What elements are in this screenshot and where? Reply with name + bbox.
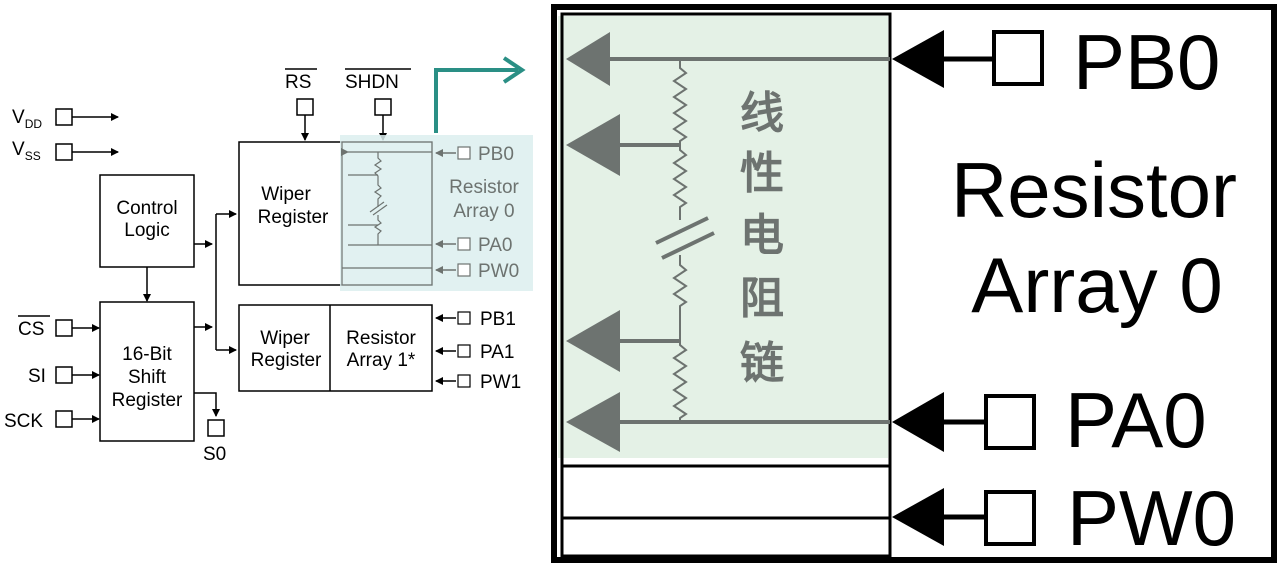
- svg-text:链: 链: [740, 338, 784, 389]
- shdn-label: SHDN: [345, 72, 399, 93]
- resistor-array-1-sublabel: Array 1*: [347, 350, 416, 371]
- resistor-array-1-label: Resistor: [346, 328, 416, 349]
- vdd-pin: VDD: [12, 107, 119, 131]
- resistor-array-0-highlight: [340, 135, 533, 291]
- vdd-pin-box: [55, 108, 73, 126]
- zoom-panel: 线 性 电 阻 链 PB0 PA0 PW0 Resistor Array 0: [551, 4, 1277, 563]
- vss-pin-box: [55, 143, 73, 161]
- svg-text:VDD: VDD: [12, 107, 42, 131]
- pw1-label: PW1: [480, 372, 521, 393]
- svg-text:Control: Control: [116, 198, 177, 219]
- si-label: SI: [28, 366, 46, 387]
- svg-text:线: 线: [740, 88, 784, 139]
- shdn-pin-box: [374, 98, 392, 116]
- pb1-label: PB1: [480, 309, 516, 330]
- s0-label: S0: [203, 444, 226, 465]
- zoom-resistor-ladder: [566, 32, 890, 452]
- shift-register-block: 16-Bit Shift Register: [99, 301, 195, 442]
- zoom-highlight: [558, 16, 888, 458]
- zoom-pa0-label: PA0: [1065, 376, 1207, 464]
- bus-connections: [194, 210, 237, 354]
- svg-text:电: 电: [740, 210, 784, 261]
- svg-text:Register: Register: [251, 350, 322, 371]
- cs-pin: CS: [18, 315, 100, 340]
- resistor-array-0-label: Resistor: [449, 177, 519, 198]
- resistor-array-0-mini: [341, 141, 433, 286]
- svg-text:Logic: Logic: [124, 220, 169, 241]
- sck-pin-box: [55, 410, 73, 428]
- zoom-arrow: [434, 56, 526, 133]
- svg-text:VSS: VSS: [12, 139, 41, 163]
- zoom-pb0-pin: PB0: [892, 18, 1220, 106]
- zoom-pa0-pin: PA0: [892, 376, 1207, 464]
- svg-text:Shift: Shift: [128, 367, 167, 388]
- zoom-array-label: Array 0: [971, 241, 1222, 329]
- rs-label: RS: [285, 72, 311, 93]
- zoom-pw0-pin: PW0: [892, 474, 1236, 562]
- sck-label: SCK: [4, 411, 43, 432]
- svg-text:Register: Register: [112, 390, 183, 411]
- cs-pin-box: [55, 319, 73, 337]
- zoom-pb0-label: PB0: [1073, 18, 1220, 106]
- vss-pin: VSS: [12, 139, 119, 163]
- svg-text:Register: Register: [258, 207, 329, 228]
- zoom-resistor-label: Resistor: [951, 146, 1237, 234]
- mini-pins-array-0: PB0 Resistor Array 0 PA0 PW0: [435, 144, 520, 282]
- si-pin: SI: [28, 366, 100, 387]
- pb0-label: PB0: [478, 144, 514, 165]
- svg-text:性: 性: [740, 148, 784, 199]
- zoom-pw0-label: PW0: [1067, 474, 1236, 562]
- s0-pin: S0: [194, 392, 226, 465]
- svg-text:Wiper: Wiper: [260, 328, 310, 349]
- resistor-array-0-sublabel: Array 0: [453, 201, 514, 222]
- svg-text:16-Bit: 16-Bit: [122, 344, 172, 365]
- s0-pin-box: [207, 419, 225, 437]
- pa1-label: PA1: [480, 342, 515, 363]
- svg-text:Wiper: Wiper: [261, 184, 311, 205]
- sck-pin: SCK: [4, 410, 100, 432]
- rs-pin: RS: [285, 68, 317, 141]
- wiper-register-1-block: Wiper Register Resistor Array 1*: [238, 304, 433, 392]
- pw0-label: PW0: [478, 261, 519, 282]
- cs-label: CS: [18, 319, 44, 340]
- pa0-label: PA0: [478, 235, 513, 256]
- rs-pin-box: [296, 98, 314, 116]
- zoom-chinese-label: 线 性 电 阻 链: [740, 88, 784, 389]
- control-logic-block: Control Logic: [99, 174, 195, 268]
- si-pin-box: [55, 366, 73, 384]
- svg-text:阻: 阻: [740, 273, 784, 324]
- pins-array-1: PB1 PA1 PW1: [435, 309, 521, 393]
- shdn-pin: SHDN: [345, 68, 411, 141]
